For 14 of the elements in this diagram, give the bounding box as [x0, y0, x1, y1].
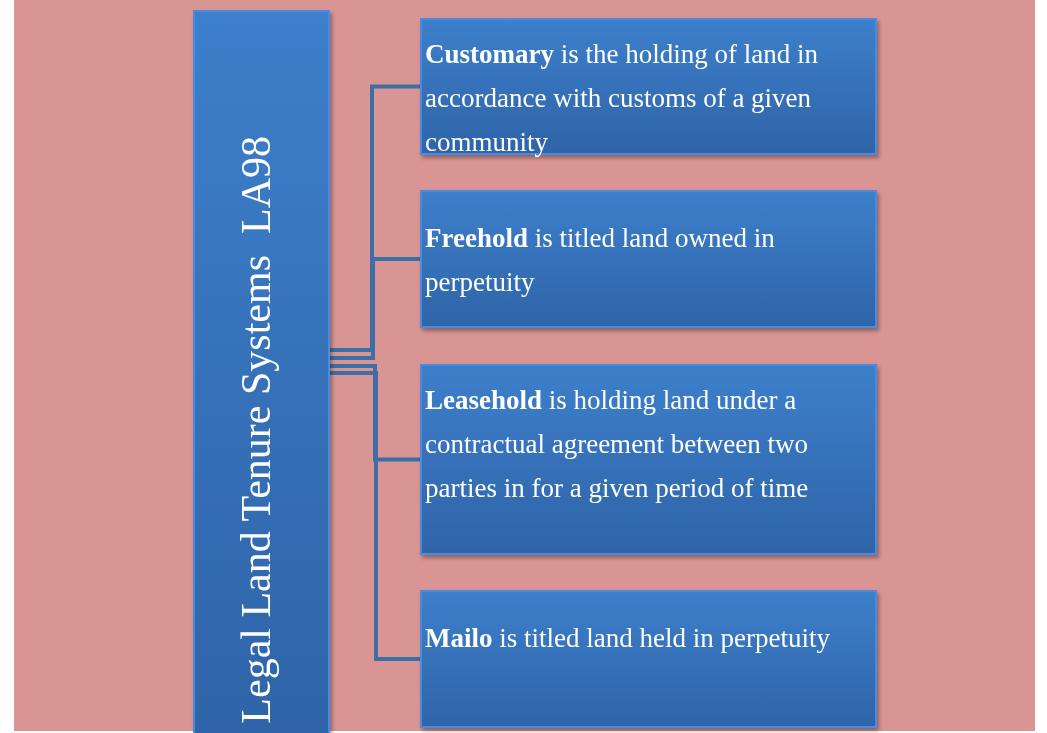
connector-line: [330, 257, 420, 360]
connector-line: [330, 84, 420, 352]
connector-line: [330, 364, 420, 462]
definition-box: [420, 190, 877, 328]
vertical-heading: Legal Land Tenure Systems LA98: [232, 136, 280, 724]
definition-text: Leasehold is holding land under a contractual agreement between two parties in for a given period of time: [425, 384, 810, 505]
definition-box: [420, 364, 877, 555]
definition-text: Freehold is titled land owned in perpetuity: [425, 222, 776, 299]
definition-box: [420, 18, 877, 155]
definition-text: Customary is the holding of land in accordance with customs of a given community: [425, 38, 819, 159]
title-bar: [193, 10, 330, 733]
definition-box: [420, 590, 877, 728]
connector-line: [330, 371, 420, 661]
definition-text: Mailo is titled land held in perpetuity: [425, 622, 831, 655]
